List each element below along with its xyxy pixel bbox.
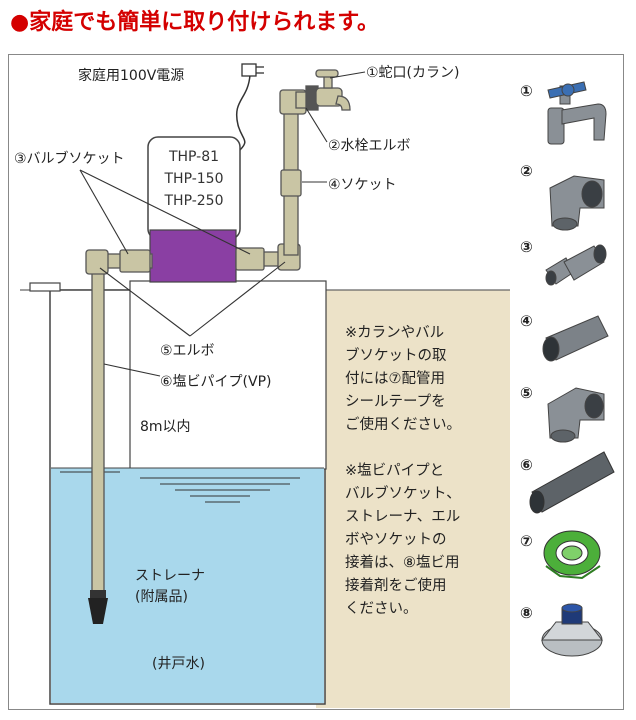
well-cap [29, 282, 61, 292]
pipe-label: ⑥塩ビパイプ(VP) [160, 374, 272, 390]
pump-model: THP-250 [164, 193, 224, 209]
part-5-elbow-icon [547, 387, 605, 443]
power-plug-icon [241, 63, 264, 77]
headline: ●家庭でも簡単に取り付けられます。 [10, 10, 379, 35]
elbow-left [85, 249, 109, 275]
part-number: ① [520, 82, 533, 100]
valve-socket-label: ③バルブソケット [14, 151, 125, 167]
note-line: ※塩ビパイプと [345, 463, 445, 479]
note-line: 接着剤をご使用 [345, 578, 447, 594]
part-2-elbow-icon [549, 175, 605, 231]
part-number: ④ [520, 312, 533, 330]
diagram-frame [8, 54, 624, 710]
note-line: ご使用ください。 [345, 417, 461, 433]
part-number: ③ [520, 238, 533, 256]
note-seal-tape: ※カランやバル ブソケットの取 付には⑦配管用 シールテープを ご使用ください。 [345, 322, 461, 437]
note-line: シールテープを [345, 394, 446, 410]
pump-model-list: THP-81 THP-150 THP-250 [150, 146, 238, 212]
part-number: ⑧ [520, 604, 533, 622]
depth-label: 8m以内 [140, 419, 191, 435]
suction-pipe [91, 267, 105, 595]
well-water-label: (井戸水) [152, 656, 205, 672]
faucet-elbow-label: ②水栓エルボ [328, 138, 411, 154]
part-7-seal-tape-icon [543, 530, 601, 580]
pump-model: THP-81 [168, 149, 220, 165]
socket-label: ④ソケット [328, 177, 397, 193]
pipes [85, 89, 311, 595]
strainer-note: (附属品) [135, 589, 188, 605]
note-line: 付には⑦配管用 [345, 371, 445, 387]
strainer-icon [88, 590, 108, 624]
part-4-socket-icon [542, 315, 609, 362]
part-number: ⑥ [520, 456, 533, 474]
valve-socket-left [119, 249, 151, 273]
note-line: バルブソケット、 [345, 486, 461, 502]
ground [58, 290, 510, 708]
part-number: ⑦ [520, 532, 533, 550]
pump-platform [129, 280, 327, 470]
power-label: 家庭用100V電源 [78, 68, 185, 84]
note-adhesive: ※塩ビパイプと バルブソケット、 ストレーナ、エル ボやソケットの 接着は、⑧塩… [345, 460, 461, 621]
parts-column [529, 81, 615, 657]
strainer-label: ストレーナ [135, 568, 205, 584]
note-line: ボやソケットの [345, 532, 447, 548]
part-8-adhesive-icon [540, 603, 604, 657]
pump-model: THP-150 [164, 171, 224, 187]
part-6-pipe-icon [529, 451, 615, 514]
note-line: ストレーナ、エル [345, 509, 461, 525]
faucet-icon [305, 69, 351, 111]
part-number: ② [520, 162, 533, 180]
part-number: ⑤ [520, 384, 533, 402]
part-1-faucet-icon [547, 81, 607, 145]
leader-lines [79, 71, 366, 377]
note-line: ブソケットの取 [345, 348, 447, 364]
valve-socket-right [235, 247, 265, 271]
power-cable [236, 74, 251, 151]
riser-socket [280, 169, 302, 197]
note-line: 接着は、⑧塩ビ用 [345, 555, 460, 571]
pump-motor [149, 229, 237, 283]
note-line: ※カランやバル [345, 325, 445, 341]
note-line: ください。 [345, 601, 418, 617]
elbow-label: ⑤エルボ [160, 343, 215, 359]
faucet-label: ①蛇口(カラン) [366, 65, 460, 81]
water-ripples [60, 471, 300, 503]
part-3-valve-socket-icon [545, 244, 607, 286]
